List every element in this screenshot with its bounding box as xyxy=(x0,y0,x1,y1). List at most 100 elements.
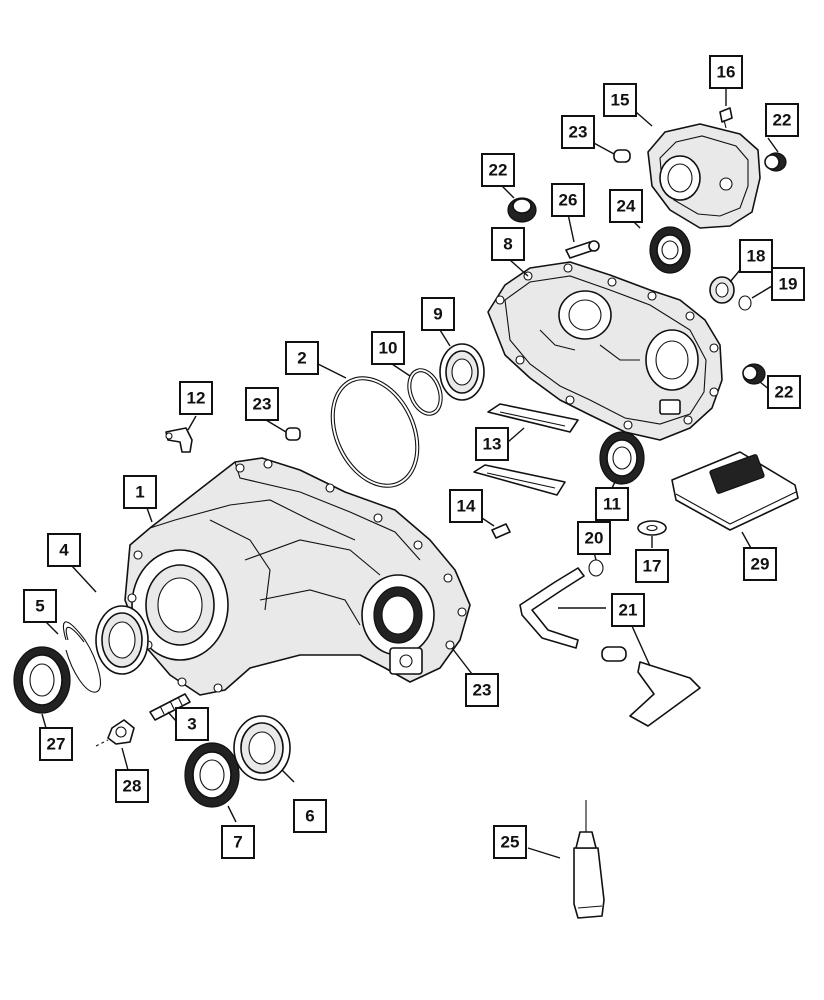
callout-13: 13 xyxy=(475,427,509,461)
part-gear-22 xyxy=(507,197,537,223)
part-dowel-stud xyxy=(149,693,191,721)
callout-7: 7 xyxy=(221,825,255,859)
callout-25-label: 25 xyxy=(501,833,520,852)
callout-4: 4 xyxy=(47,533,81,567)
callout-15-label: 15 xyxy=(611,91,630,110)
part-dowel-b xyxy=(613,149,631,163)
part-seal-7 xyxy=(184,742,240,808)
part-snap-ring-19 xyxy=(738,295,752,311)
callout-22b-label: 22 xyxy=(773,111,792,130)
callout-6-label: 6 xyxy=(305,807,314,826)
part-bolt-26 xyxy=(565,240,600,259)
callout-16: 16 xyxy=(709,55,743,89)
callout-24: 24 xyxy=(609,189,643,223)
callout-4-label: 4 xyxy=(59,541,69,560)
part-screw-14 xyxy=(491,523,511,539)
part-sealant-tube xyxy=(573,800,605,919)
part-vent-fitting xyxy=(165,427,193,453)
callout-19-label: 19 xyxy=(779,275,798,294)
part-bolt-16 xyxy=(719,107,733,129)
callout-14: 14 xyxy=(449,489,483,523)
callout-22-top-left: 22 xyxy=(481,153,515,187)
callout-20: 20 xyxy=(577,521,611,555)
callout-14-label: 14 xyxy=(457,497,476,516)
callout-16-label: 16 xyxy=(717,63,736,82)
part-snap-ring xyxy=(62,621,102,693)
part-large-snap-ring xyxy=(330,376,420,488)
callout-2: 2 xyxy=(285,341,319,375)
callout-18: 18 xyxy=(739,239,773,273)
part-seal-24 xyxy=(649,226,691,274)
callout-28-label: 28 xyxy=(123,777,142,796)
callout-26-label: 26 xyxy=(559,191,578,210)
part-seal-11 xyxy=(599,431,645,485)
callout-28: 28 xyxy=(115,769,149,803)
callout-22c-label: 22 xyxy=(775,383,794,402)
callout-3-label: 3 xyxy=(187,715,196,734)
callout-22-top-right: 22 xyxy=(765,103,799,137)
part-bearing-9 xyxy=(439,343,485,401)
callout-26: 26 xyxy=(551,183,585,217)
callout-23-top: 23 xyxy=(561,115,595,149)
callout-22a-label: 22 xyxy=(489,161,508,180)
callout-11-label: 11 xyxy=(603,495,621,514)
part-drain-plug xyxy=(95,719,135,747)
callout-1: 1 xyxy=(123,475,157,509)
callout-23-bottom: 23 xyxy=(465,673,499,707)
callout-27: 27 xyxy=(39,727,73,761)
callout-2-label: 2 xyxy=(297,349,306,368)
callout-18-label: 18 xyxy=(747,247,766,266)
callout-10: 10 xyxy=(371,331,405,365)
callout-13-label: 13 xyxy=(483,435,502,454)
part-bearing-18 xyxy=(709,276,735,304)
callout-23a-label: 23 xyxy=(253,395,272,414)
callout-15: 15 xyxy=(603,83,637,117)
callout-27-label: 27 xyxy=(47,735,66,754)
part-control-module xyxy=(671,451,799,531)
callout-9-label: 9 xyxy=(433,305,442,324)
part-extension-housing xyxy=(647,123,761,229)
callout-5: 5 xyxy=(23,589,57,623)
part-front-case-housing xyxy=(124,457,471,696)
part-rear-case-housing xyxy=(487,261,723,441)
callout-22-right: 22 xyxy=(767,375,801,409)
callout-21: 21 xyxy=(611,593,645,627)
callout-17-label: 17 xyxy=(643,557,662,576)
part-rear-bearing-6 xyxy=(233,715,291,781)
part-cap-22-right xyxy=(742,363,766,385)
callout-6: 6 xyxy=(293,799,327,833)
part-oil-tube xyxy=(519,567,701,727)
callout-12-label: 12 xyxy=(187,389,206,408)
callout-21-label: 21 xyxy=(619,601,638,620)
callout-29-label: 29 xyxy=(751,555,770,574)
callout-11: 11 xyxy=(595,487,629,521)
callout-20-label: 20 xyxy=(585,529,604,548)
part-washer-17 xyxy=(637,520,667,536)
callout-7-label: 7 xyxy=(233,833,242,852)
callout-9: 9 xyxy=(421,297,455,331)
part-oil-trough xyxy=(473,403,579,496)
part-cap-22-top xyxy=(764,152,787,172)
callout-8-label: 8 xyxy=(503,235,512,254)
callout-19: 19 xyxy=(771,267,805,301)
part-dowel-a xyxy=(285,427,301,441)
part-o-ring-20 xyxy=(588,559,604,577)
callout-5-label: 5 xyxy=(35,597,44,616)
leader-lines xyxy=(41,88,779,859)
callout-10-label: 10 xyxy=(379,339,398,358)
callout-12: 12 xyxy=(179,381,213,415)
callout-23-left: 23 xyxy=(245,387,279,421)
callout-8: 8 xyxy=(491,227,525,261)
callout-25: 25 xyxy=(493,825,527,859)
callout-24-label: 24 xyxy=(617,197,636,216)
part-snap-ring-10 xyxy=(407,368,443,416)
part-front-seal xyxy=(13,646,71,714)
callout-17: 17 xyxy=(635,549,669,583)
callout-3: 3 xyxy=(175,707,209,741)
callout-1-label: 1 xyxy=(135,483,144,502)
callout-29: 29 xyxy=(743,547,777,581)
part-front-bearing xyxy=(95,605,149,675)
callout-23c-label: 23 xyxy=(473,681,492,700)
callout-23b-label: 23 xyxy=(569,123,588,142)
